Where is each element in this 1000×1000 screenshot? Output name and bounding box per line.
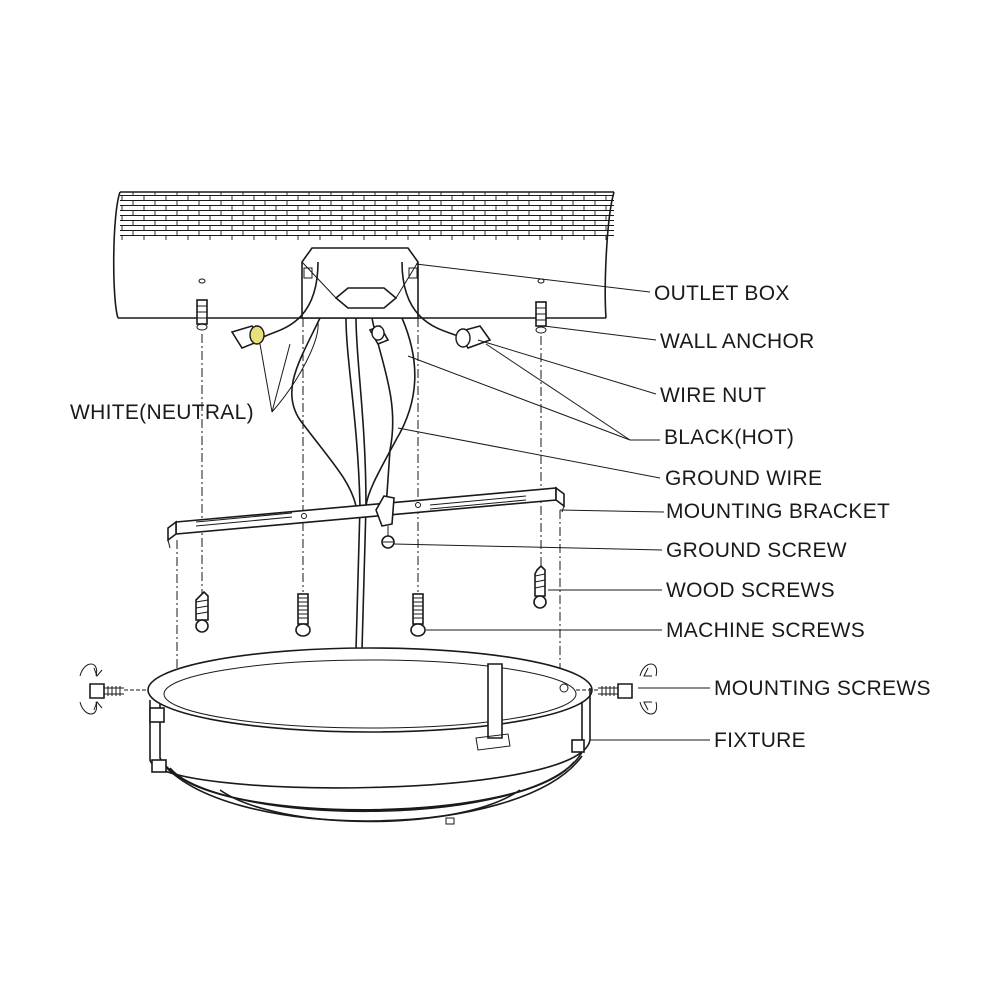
fixture xyxy=(147,647,593,825)
wire-nut-center xyxy=(368,324,390,346)
wood-screw-right xyxy=(533,564,547,609)
label-fixture: FIXTURE xyxy=(714,729,806,752)
mounting-screw-left xyxy=(89,683,146,699)
label-wood-screws: WOOD SCREWS xyxy=(666,579,835,602)
label-white-neutral: WHITE(NEUTRAL) xyxy=(70,401,254,424)
wood-screw-left xyxy=(195,590,209,633)
machine-screw-right xyxy=(410,593,426,637)
leader-lines xyxy=(259,263,710,741)
label-wall-anchor: WALL ANCHOR xyxy=(660,330,815,353)
rotate-arrow-left-icon xyxy=(79,663,103,715)
labels: OUTLET BOX WALL ANCHOR WIRE NUT BLACK(HO… xyxy=(70,282,931,752)
wire-nut-left xyxy=(230,325,265,349)
wall-anchor-left xyxy=(196,278,208,331)
label-ground-screw: GROUND SCREW xyxy=(666,539,847,562)
wires xyxy=(261,261,463,651)
label-wire-nut: WIRE NUT xyxy=(660,384,766,407)
wall-anchor-right xyxy=(535,278,547,334)
label-black-hot: BLACK(HOT) xyxy=(664,426,794,449)
alignment-lines xyxy=(176,318,561,680)
ground-screw xyxy=(381,526,395,549)
machine-screw-left xyxy=(295,593,311,637)
label-outlet-box: OUTLET BOX xyxy=(654,282,790,305)
outlet-box xyxy=(301,247,419,319)
white-neutral-wire xyxy=(261,261,319,339)
label-machine-screws: MACHINE SCREWS xyxy=(666,619,865,642)
mounting-bracket xyxy=(167,486,565,549)
label-ground-wire: GROUND WIRE xyxy=(665,467,822,490)
rotate-arrow-right-icon xyxy=(639,663,658,715)
mounting-screw-right xyxy=(576,683,633,699)
wire-nut-right xyxy=(455,325,492,349)
label-mounting-bracket: MOUNTING BRACKET xyxy=(666,500,890,523)
label-mounting-screws: MOUNTING SCREWS xyxy=(714,677,931,700)
